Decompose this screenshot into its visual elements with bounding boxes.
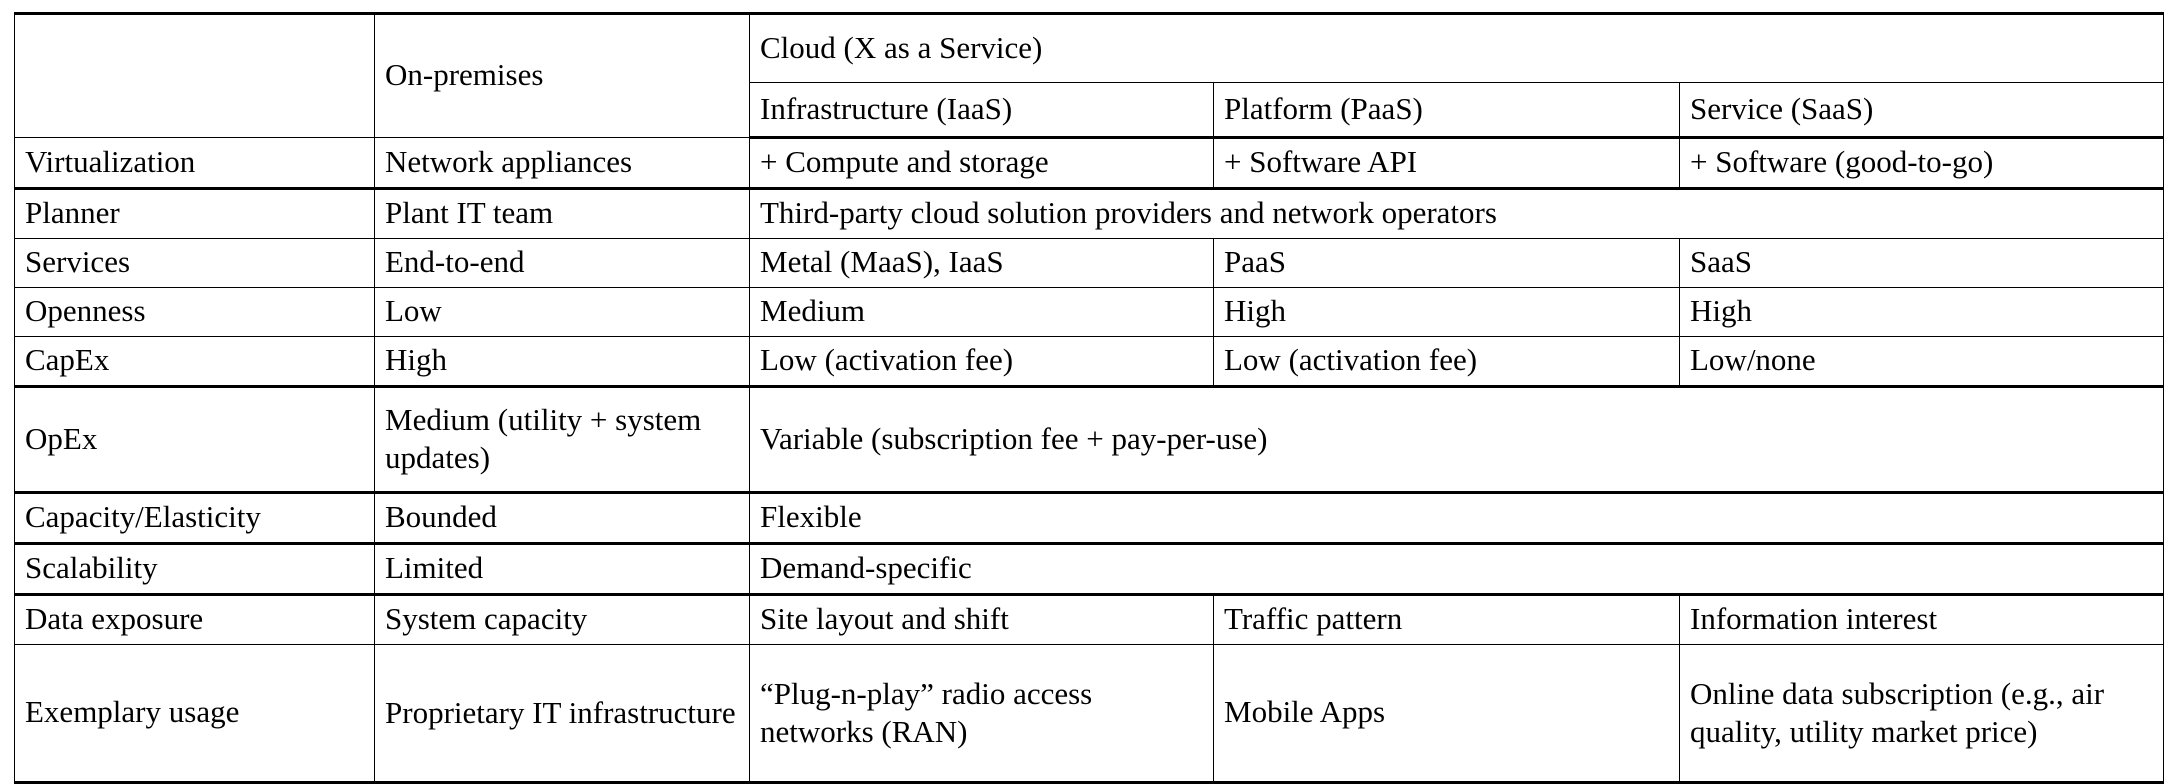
cell-saas: SaaS — [1679, 238, 2164, 288]
cell-on-premises: Medium (utility + system updates) — [374, 385, 750, 493]
cell-cloud-span: Variable (subscription fee + pay-per-use… — [749, 385, 2164, 493]
cell-on-premises: Low — [374, 287, 750, 337]
cell-saas: High — [1679, 287, 2164, 337]
cell-cloud-span: Demand-specific — [749, 542, 2164, 595]
cell-on-premises: Bounded — [374, 491, 750, 544]
cell-paas: PaaS — [1213, 238, 1680, 288]
cell-paas: Low (activation fee) — [1213, 336, 1680, 387]
cell-paas: Traffic pattern — [1213, 593, 1680, 645]
on-premises-vs-cloud-comparison-table: On-premises Cloud (X as a Service) Infra… — [14, 12, 2164, 784]
cell-paas: Mobile Apps — [1213, 644, 1680, 784]
row-attribute-label: Openness — [14, 287, 375, 337]
cell-iaas: + Compute and storage — [749, 137, 1214, 189]
cell-on-premises: System capacity — [374, 593, 750, 645]
row-attribute-label: Exemplary usage — [14, 644, 375, 784]
cell-iaas: Site layout and shift — [749, 593, 1214, 645]
row-attribute-label: Scalability — [14, 542, 375, 595]
cell-on-premises: Proprietary IT infrastructure — [374, 644, 750, 784]
header-row-sub: Infrastructure (IaaS) Platform (PaaS) Se… — [15, 82, 2164, 139]
header-row-top: On-premises Cloud (X as a Service) — [14, 12, 2164, 138]
cell-iaas: “Plug-n-play” radio access networks (RAN… — [749, 644, 1214, 784]
column-header-saas: Service (SaaS) — [1679, 82, 2164, 139]
cell-saas: Low/none — [1679, 336, 2164, 387]
cell-saas: Information interest — [1679, 593, 2164, 645]
table-row: OpEx Medium (utility + system updates) V… — [14, 385, 2164, 493]
corner-blank-cell — [14, 12, 375, 138]
table-row: Openness Low Medium High High — [14, 287, 2164, 337]
table-row: Services End-to-end Metal (MaaS), IaaS P… — [14, 238, 2164, 288]
table-row: Virtualization Network appliances + Comp… — [14, 137, 2164, 189]
column-header-iaas: Infrastructure (IaaS) — [749, 82, 1214, 139]
row-attribute-label: Planner — [14, 187, 375, 239]
cell-saas: Online data subscription (e.g., air qual… — [1679, 644, 2164, 784]
cell-iaas: Medium — [749, 287, 1214, 337]
row-attribute-label: Data exposure — [14, 593, 375, 645]
row-attribute-label: Capacity/Elasticity — [14, 491, 375, 544]
row-attribute-label: Virtualization — [14, 137, 375, 189]
table-row: Data exposure System capacity Site layou… — [14, 593, 2164, 645]
cell-on-premises: End-to-end — [374, 238, 750, 288]
cell-on-premises: Network appliances — [374, 137, 750, 189]
row-attribute-label: CapEx — [14, 336, 375, 387]
table-row: CapEx High Low (activation fee) Low (act… — [14, 336, 2164, 387]
cell-saas: + Software (good-to-go) — [1679, 137, 2164, 189]
table-row: Exemplary usage Proprietary IT infrastru… — [14, 644, 2164, 784]
table-row: Capacity/Elasticity Bounded Flexible — [14, 491, 2164, 544]
table-body: Virtualization Network appliances + Comp… — [14, 137, 2164, 784]
column-header-cloud-group: Cloud (X as a Service) — [749, 12, 2164, 83]
cell-paas: High — [1213, 287, 1680, 337]
column-header-on-premises: On-premises — [374, 12, 750, 138]
column-header-paas: Platform (PaaS) — [1213, 82, 1680, 139]
table-row: Scalability Limited Demand-specific — [14, 542, 2164, 595]
cell-cloud-span: Flexible — [749, 491, 2164, 544]
cell-iaas: Metal (MaaS), IaaS — [749, 238, 1214, 288]
cell-on-premises: Limited — [374, 542, 750, 595]
row-attribute-label: Services — [14, 238, 375, 288]
table-row: Planner Plant IT team Third-party cloud … — [14, 187, 2164, 239]
cell-paas: + Software API — [1213, 137, 1680, 189]
cell-on-premises: High — [374, 336, 750, 387]
table-header: On-premises Cloud (X as a Service) Infra… — [14, 12, 2164, 139]
row-attribute-label: OpEx — [14, 385, 375, 493]
cell-cloud-span: Third-party cloud solution providers and… — [749, 187, 2164, 239]
cell-iaas: Low (activation fee) — [749, 336, 1214, 387]
cell-on-premises: Plant IT team — [374, 187, 750, 239]
comparison-table-container: On-premises Cloud (X as a Service) Infra… — [14, 12, 2164, 784]
